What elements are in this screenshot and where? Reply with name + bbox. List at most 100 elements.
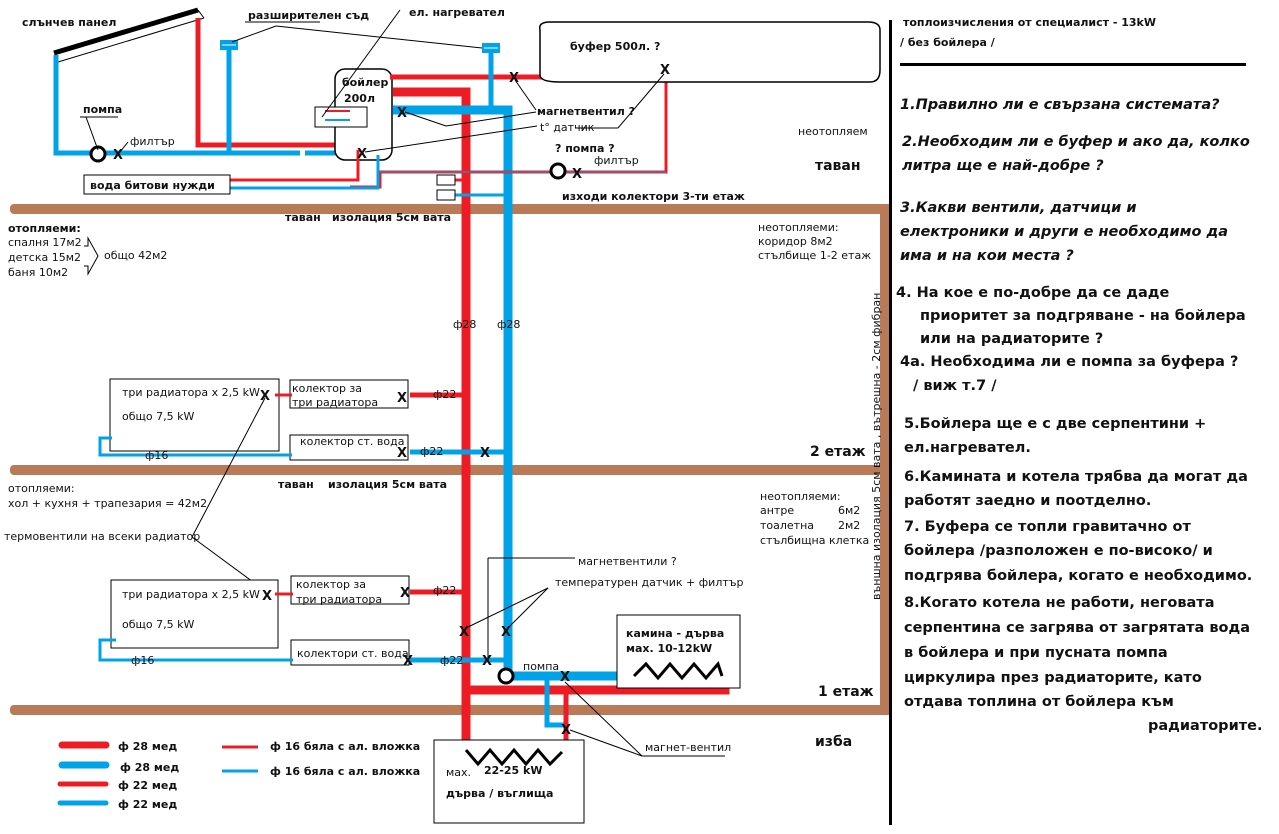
temp-sensor-label: t° датчик (540, 121, 595, 134)
floor2-collector-hot-1: колектор за (292, 382, 362, 395)
question-7c: подгрява бойлера, когато е необходимо. (904, 568, 1252, 584)
floor-slab-attic (10, 204, 890, 214)
floor1-thermo-valve-marker: X (262, 589, 272, 604)
buffer-filter-marker: X (572, 167, 582, 182)
thermo-valves-label: термовентили на всеки радиатор (4, 530, 200, 543)
solar-filter-marker: X (113, 148, 123, 163)
floor3-unheated-2: стълбище 1-2 етаж (758, 249, 871, 262)
question-2a: 2.Необходим ли е буфер и ако да, колко (902, 134, 1250, 150)
notes-header-2: / без бойлера / (900, 36, 996, 49)
magnet-valves-label: магнетвентили ? (578, 555, 677, 568)
legend-label-6: ф 16 бяла с ал. вложка (270, 765, 420, 778)
floor1-unheated-2-area: 2м2 (838, 519, 860, 532)
floor1-collector-cold: колектори ст. вода (297, 647, 409, 660)
floor1-ceiling-label: таван (278, 478, 314, 491)
boiler-max: мах. (446, 766, 471, 779)
buffer-pump-label: ? помпа ? (555, 142, 615, 155)
boiler-volume: 200л (344, 92, 375, 105)
floor1-unheated-1-name: антре (760, 504, 794, 517)
boiler-sensor-marker: X (357, 147, 367, 162)
fireplace-label-2: мах. 10-12kW (626, 642, 712, 655)
buffer-tank (538, 21, 881, 83)
boiler-fuel: дърва / въглища (446, 787, 553, 800)
question-6a: 6.Камината и котела трябва да могат да (904, 469, 1248, 485)
solar-filter-label: филтър (130, 135, 175, 148)
notes-header-underline (900, 63, 1246, 66)
floor3-room-3: баня 10м2 (8, 266, 68, 279)
floor3-room-2: детска 15м2 (8, 251, 81, 264)
question-6b: работят заедно и поотделно. (904, 493, 1151, 509)
floor1-insulation-label: изолация 5см вата (328, 478, 447, 491)
floor1-heated-title: отопляеми: (8, 482, 75, 495)
legend-label-5: ф 16 бяла с ал. вложка (270, 740, 420, 753)
boiler-power: 22-25 kW (484, 764, 542, 777)
outputs-collectors-label: изходи колектори 3-ти етаж (562, 190, 745, 203)
floor3-unheated-1: коридор 8м2 (758, 235, 833, 248)
question-3a: 3.Какви вентили, датчици и (900, 200, 1137, 216)
floor3-insulation-label: изолация 5см вата (332, 211, 451, 224)
floor3-heated-title: отопляеми: (8, 222, 81, 235)
floor1-radiator-group (98, 557, 575, 670)
question-8b: серпентина се загрява от загрятата вода (904, 620, 1250, 636)
expansion-vessel-label: разширителен съд (248, 9, 369, 22)
buffer-valve-marker: X (509, 71, 519, 86)
floor-slab-1 (10, 705, 890, 715)
floor1-collector-hot-1: колектор за (296, 578, 366, 591)
question-3b: електроники и други е необходимо да (900, 224, 1228, 240)
question-5a: 5.Бойлера ще е с две серпентини + (904, 416, 1206, 432)
buffer-pump-icon (549, 162, 567, 180)
floor1-hot-pipe-size: ф22 (433, 584, 456, 597)
floor1-radiators-total: общо 7,5 kW (122, 618, 194, 631)
unheated-attic-label: неотопляем (798, 125, 868, 138)
domestic-water-box (83, 174, 231, 195)
floor2-radiator-group (98, 378, 508, 461)
attic-label: таван (815, 158, 861, 174)
question-8a: 8.Когато котела не работи, неговата (904, 595, 1215, 611)
question-7b: бойлера /разположен е по-високо/ и (904, 543, 1213, 559)
question-4b: приоритет за подгряване - на бойлера (920, 308, 1246, 324)
floor2-thermo-valve-marker: X (260, 389, 270, 404)
floor2-cold-pipe-size: ф22 (420, 445, 443, 458)
question-8d: циркулира през радиаторите, като (904, 670, 1202, 686)
floor1-radiators-label: три радиатора х 2,5 kW (122, 588, 260, 601)
legend-label-4: ф 22 мед (118, 798, 177, 811)
question-5b: ел.нагревател. (904, 440, 1031, 456)
floor2-collector-cold: колектор ст. вода (300, 435, 404, 448)
domestic-water-label: вода битови нужди (90, 179, 215, 192)
floor3-room-1: спалня 17м2 (8, 236, 82, 249)
floor2-radiators-total: общо 7,5 kW (122, 410, 194, 423)
floor-slab-2 (10, 465, 890, 475)
floor2-collector-hot-2: три радиатора (292, 396, 378, 409)
floor1-unheated-1-area: 6м2 (838, 504, 860, 517)
floor1-pump-icon (497, 667, 515, 685)
floor3-total: общо 42м2 (104, 249, 167, 262)
question-8c: в бойлера и при пусната помпа (904, 645, 1168, 661)
floor2-hot-valve-marker: X (397, 391, 407, 406)
collector-box-attic-2 (436, 189, 456, 201)
buffer-sensor-marker: X (660, 63, 670, 78)
question-1: 1.Правилно ли е свързана системата? (900, 97, 1220, 113)
question-7a: 7. Буфера се топли гравитачно от (904, 519, 1191, 535)
riser-hot-size: ф28 (453, 318, 476, 331)
riser-cold-size: ф28 (497, 318, 520, 331)
fireplace-coil-icon (632, 661, 724, 681)
floor2-hot-pipe-size: ф22 (433, 388, 456, 401)
basement-label: изба (815, 734, 852, 750)
floor1-unheated-2-name: тоалетна (760, 519, 814, 532)
electric-heater-label: ел. нагревател (409, 6, 505, 19)
notes-divider (889, 20, 892, 825)
floor1-unheated-3-name: стълбищна клетка (760, 534, 869, 547)
floor1-cold-pipe-size: ф22 (440, 654, 463, 667)
floor3-ceiling-label: таван (285, 211, 321, 224)
floor1-pump-label: помпа (523, 660, 559, 673)
basement-magnet-valve-label: магнет-вентил (645, 741, 731, 754)
total-arrow-icon (84, 236, 99, 276)
basement-valve-marker: X (561, 723, 571, 738)
question-2b: литра ще е най-добре ? (902, 158, 1104, 174)
magnet-valve-label: магнетвентил ? (537, 105, 635, 118)
question-4a: 4. На кое е по-добре да се даде (896, 285, 1169, 301)
question-4c: или на радиаторите ? (920, 331, 1103, 347)
fireplace-valve-marker: X (560, 670, 570, 685)
legend-label-3: ф 22 мед (118, 779, 177, 792)
